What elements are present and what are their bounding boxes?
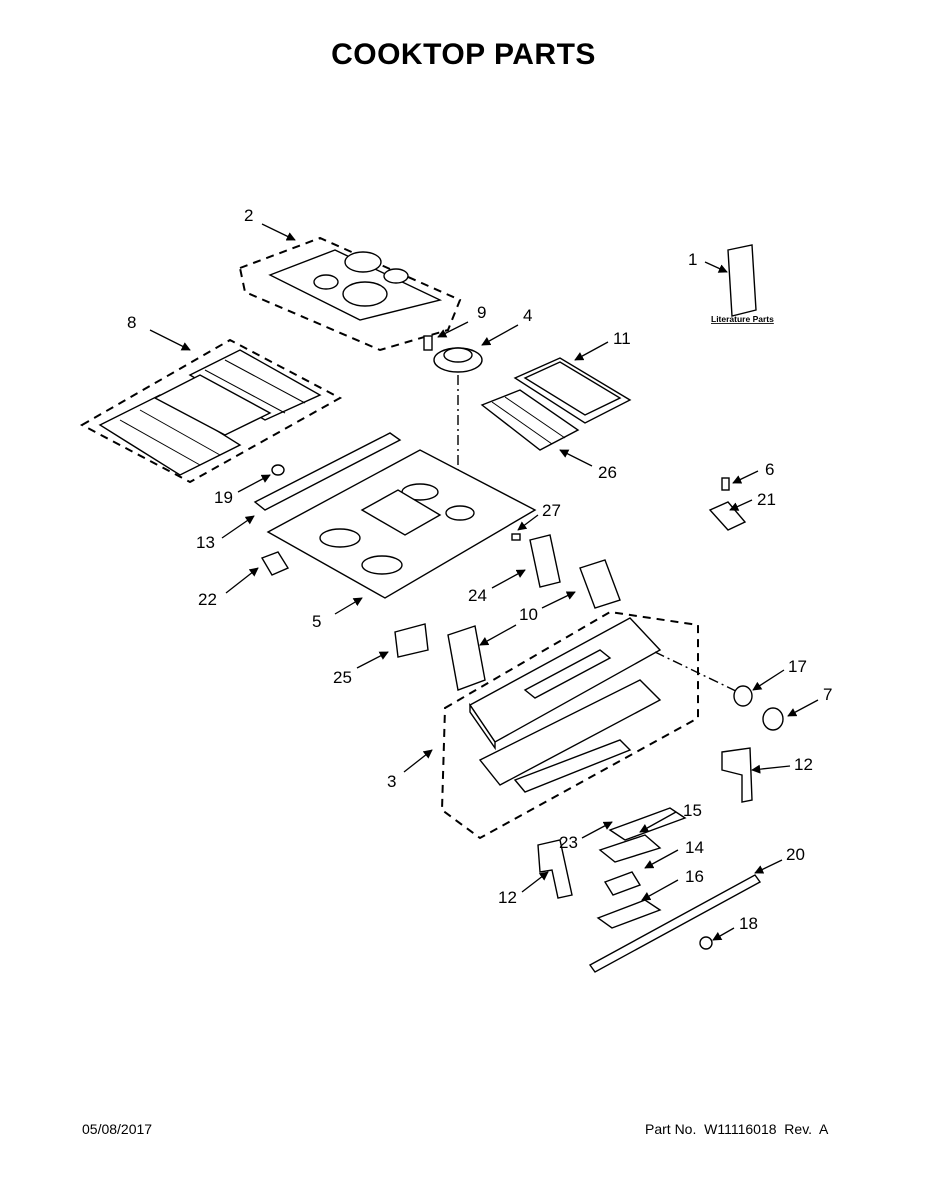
trim-20-part [588, 874, 762, 973]
clip-22-part [260, 551, 290, 576]
callout-9: 9 [477, 303, 486, 322]
callout-24: 24 [468, 586, 487, 605]
callout-20: 20 [786, 845, 805, 864]
simmer-grate-part [480, 389, 580, 451]
screw-27-part [511, 533, 521, 541]
glass-cooktop-dashed-outline [238, 236, 462, 352]
cooktop-base-part [266, 449, 537, 599]
callout-23: 23 [559, 833, 578, 852]
board-16-part [596, 899, 662, 929]
footer-date: 05/08/2017 [82, 1121, 153, 1137]
callout-19: 19 [214, 488, 233, 507]
board-14-part [603, 871, 642, 896]
rail-part [253, 432, 402, 511]
bracket-24-part [529, 534, 561, 588]
callout-26: 26 [598, 463, 617, 482]
callout-numbers: 2 8 9 4 1 11 26 19 13 6 21 27 22 5 24 10… [127, 206, 832, 933]
bracket-21-part [708, 501, 747, 531]
callout-3: 3 [387, 772, 396, 791]
callout-18: 18 [739, 914, 758, 933]
callout-5: 5 [312, 612, 321, 631]
nut-18-part [699, 936, 713, 950]
board-15-part [598, 834, 662, 863]
callout-11: 11 [613, 329, 631, 348]
callout-21: 21 [757, 490, 776, 509]
window-23-part [608, 807, 687, 841]
callout-15: 15 [683, 801, 702, 820]
control-panel-group [440, 610, 699, 840]
small-cap-part [271, 464, 285, 476]
leader-lines [149, 223, 819, 941]
literature-part [727, 244, 757, 317]
griddle-part [513, 357, 632, 424]
literature-parts-label: Literature Parts [711, 314, 774, 324]
callout-16: 16 [685, 867, 704, 886]
callout-13: 13 [196, 533, 215, 552]
knob-7-part [762, 707, 784, 731]
callout-2: 2 [244, 206, 253, 225]
callout-6: 6 [765, 460, 774, 479]
control-panel-part [468, 617, 662, 793]
callout-7: 7 [823, 685, 832, 704]
screw-6-part [721, 477, 730, 491]
screw-part [423, 335, 433, 351]
callout-10: 10 [519, 605, 538, 624]
glass-cooktop-group [238, 236, 462, 352]
callout-8: 8 [127, 313, 136, 332]
footer-part-number: Part No. W11116018 Rev. A [645, 1121, 829, 1137]
callout-12-left: 12 [498, 888, 517, 907]
callout-27: 27 [542, 501, 561, 520]
burner-part [433, 347, 483, 373]
glass-cooktop-part [268, 249, 443, 321]
knob-alignment-line [654, 651, 741, 694]
bracket-10-right-part [579, 559, 621, 609]
callout-14: 14 [685, 838, 704, 857]
callout-1: 1 [688, 250, 697, 269]
callout-17: 17 [788, 657, 807, 676]
page-title: COOKTOP PARTS [331, 38, 596, 71]
callout-22: 22 [198, 590, 217, 609]
callout-25: 25 [333, 668, 352, 687]
bracket-10-left-part [447, 625, 486, 691]
label-25-part [394, 623, 429, 658]
grates-group [79, 338, 343, 484]
grates-part [98, 349, 322, 476]
grates-dashed-outline [79, 338, 343, 484]
callout-12-right: 12 [794, 755, 813, 774]
end-cap-12-right-part [721, 747, 753, 803]
callout-4: 4 [523, 306, 532, 325]
bezel-17-part [733, 685, 753, 707]
